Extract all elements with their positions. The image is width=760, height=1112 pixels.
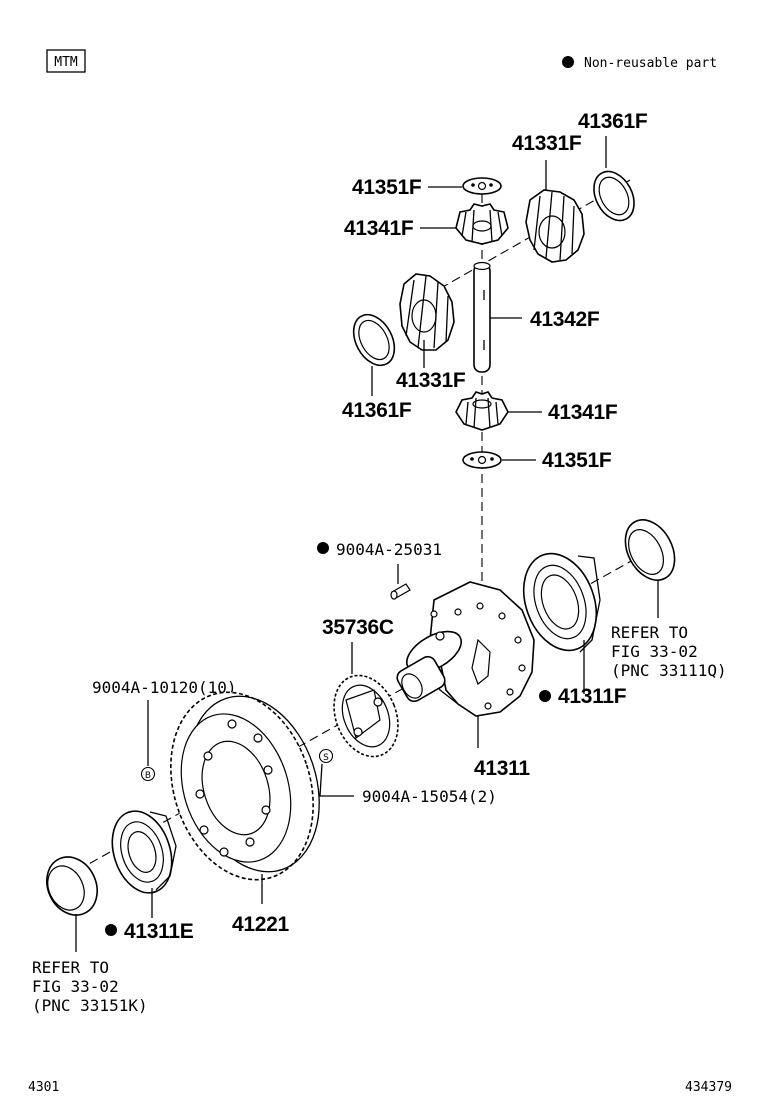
label-41341F-low: 41341F bbox=[548, 401, 618, 424]
axis-upper-diagonal bbox=[419, 179, 631, 301]
bearing-race-left bbox=[46, 856, 98, 916]
ring-gear-41221 bbox=[170, 691, 320, 881]
label-41311E: 41311E bbox=[124, 920, 194, 943]
thrust-washer-41361F-top bbox=[593, 170, 635, 222]
label-9004A-15054: 9004A-15054(2) bbox=[362, 787, 497, 806]
label-41342F: 41342F bbox=[530, 308, 600, 331]
label-41311F: 41311F bbox=[558, 685, 627, 708]
bearing-41311F bbox=[522, 552, 601, 653]
refer-right-line1: REFER TO bbox=[611, 623, 688, 642]
label-9004A-25031: 9004A-25031 bbox=[336, 540, 442, 559]
label-41351F-low: 41351F bbox=[542, 449, 612, 472]
bearing-race-right bbox=[624, 519, 676, 581]
label-9004A-10120: 9004A-10120(10) bbox=[92, 678, 237, 697]
refer-right-line3: (PNC 33111Q) bbox=[611, 661, 727, 680]
bolt-badge-b bbox=[140, 766, 156, 782]
non-reusable-icon-41311E bbox=[105, 924, 117, 936]
footer-right-code: 434379 bbox=[685, 1080, 732, 1095]
refer-left-line2: FIG 33-02 bbox=[32, 977, 119, 996]
refer-left-line3: (PNC 33151K) bbox=[32, 996, 148, 1015]
svg-text:S: S bbox=[323, 753, 329, 763]
label-41341F-top: 41341F bbox=[344, 217, 414, 240]
drive-gear-35736C bbox=[333, 674, 399, 758]
non-reusable-legend-icon bbox=[562, 56, 574, 68]
svg-text:B: B bbox=[145, 771, 151, 781]
label-41331F-mid: 41331F bbox=[396, 369, 466, 392]
pinion-41341F-low bbox=[455, 391, 509, 431]
pin-9004A-25031 bbox=[390, 583, 411, 600]
thrust-washer-41361F-mid bbox=[352, 313, 396, 367]
side-gear-41331F-mid bbox=[399, 273, 455, 351]
label-41361F-mid: 41361F bbox=[342, 399, 412, 422]
label-41311: 41311 bbox=[474, 757, 530, 780]
label-41361F-top: 41361F bbox=[578, 110, 648, 133]
bearing-41311E bbox=[111, 810, 177, 894]
refer-left-line1: REFER TO bbox=[32, 958, 109, 977]
model-code-box bbox=[46, 49, 86, 73]
refer-right-line2: FIG 33-02 bbox=[611, 642, 698, 661]
non-reusable-icon-41311F bbox=[539, 690, 551, 702]
label-41221: 41221 bbox=[232, 913, 290, 936]
pinion-shaft-41342F bbox=[473, 261, 491, 373]
footer-left-code: 4301 bbox=[28, 1080, 59, 1095]
model-code: MTM bbox=[54, 55, 78, 70]
bolt-badge-s bbox=[318, 748, 334, 764]
label-41331F-top: 41331F bbox=[512, 132, 582, 155]
side-gear-41331F-top bbox=[525, 189, 585, 263]
label-35736C: 35736C bbox=[322, 616, 394, 639]
pinion-41341F-top bbox=[455, 203, 509, 245]
differential-case-41311 bbox=[396, 581, 535, 717]
legend-text: Non-reusable part bbox=[584, 56, 717, 71]
label-41351F-top: 41351F bbox=[352, 176, 422, 199]
non-reusable-icon-25031 bbox=[317, 542, 329, 554]
